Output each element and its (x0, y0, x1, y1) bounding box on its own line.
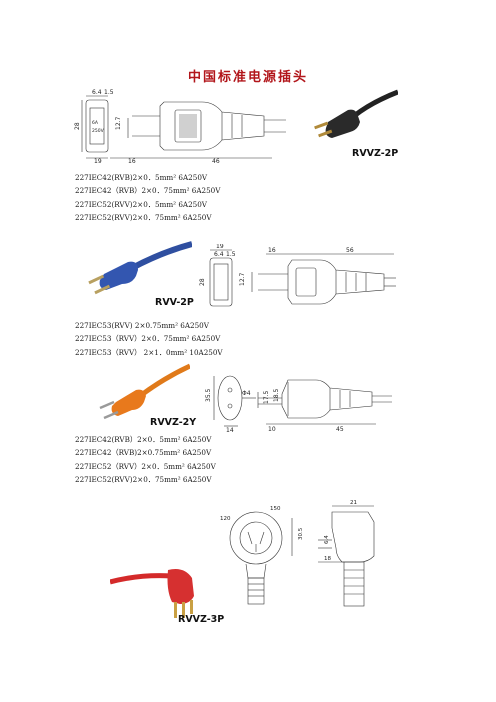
spec-line: 227IEC53（RVV）2×0．75mm² 6A250V (75, 334, 221, 344)
dim-label: 19 (94, 158, 102, 164)
page-title: 中国标准电源插头 (187, 70, 308, 85)
dim-label: 18 (324, 556, 331, 562)
plug-drawing-3: 35.5 Φ4 14 17.5 18.5 10 45 (205, 375, 392, 432)
spec-line: 227IEC52(RVV)2×0．75mm² 6A250V (75, 213, 212, 223)
svg-text:6A: 6A (92, 120, 99, 126)
dim-label: 30.5 (298, 527, 304, 540)
plug-model-label: RVVZ-3P (178, 614, 225, 625)
spec-line: 227IEC53（RVV） 2×1．0mm² 10A250V (75, 347, 223, 357)
dim-label: 6.4 (324, 535, 330, 544)
spec-list-1: 227IEC42(RVB)2×0．5mm² 6A250V 227IEC42（RV… (75, 171, 220, 225)
dim-label: Φ4 (242, 390, 251, 397)
dim-label: 21 (350, 500, 357, 506)
spec-line: 227IEC52(RVV)2×0．5mm² 6A250V (75, 199, 207, 209)
dim-label: 1.5 (226, 251, 236, 258)
plug-photo-4 (110, 556, 222, 622)
dim-label: 46 (212, 158, 220, 164)
plug-photo-3 (86, 362, 190, 430)
dim-label: 14 (226, 427, 234, 432)
dim-label: 1.5 (104, 89, 114, 96)
spec-list-2: 227IEC53(RVV) 2×0.75mm² 6A250V 227IEC53（… (75, 319, 223, 359)
plug-photo-2 (76, 234, 192, 310)
dim-label: 6.4 (92, 89, 102, 96)
dim-label: 45 (336, 426, 344, 432)
plug-drawing-4: 120 150 30.5 21 6.4 18 (220, 500, 375, 607)
dim-label: 150 (270, 506, 281, 512)
dim-label: 16 (128, 158, 136, 164)
dim-label: 16 (268, 247, 276, 254)
spec-line: 227IEC42(RVB)2×0．5mm² 6A250V (75, 173, 208, 182)
spec-list-3: 227IEC42(RVB）2×0．5mm² 6A250V 227IEC42（RV… (75, 433, 216, 487)
plug-photo-1 (302, 88, 398, 160)
spec-line: 227IEC52(RVV)2×0．75mm² 6A250V (75, 475, 212, 485)
plug-drawing-2: 19 6.4 1.5 28 12.7 16 56 (199, 244, 396, 307)
dim-label: 19 (216, 244, 224, 250)
dim-label: 28 (74, 122, 81, 130)
spec-line: 227IEC42(RVB）2×0．5mm² 6A250V (75, 435, 212, 444)
svg-text:250V: 250V (92, 128, 105, 134)
spec-line: 227IEC42（RVB)2×0.75mm² 6A250V (75, 448, 212, 458)
dim-label: 10 (268, 426, 276, 432)
dim-label: 17.5 (263, 390, 270, 404)
spec-line: 227IEC52（RVV）2×0．5mm² 6A250V (75, 461, 216, 471)
dim-label: 6.4 (214, 251, 224, 258)
dim-label: 120 (220, 516, 231, 522)
dim-label: 28 (199, 278, 206, 286)
plug-drawing-1: 6.4 1.5 28 12.7 19 16 46 6A 250V (74, 89, 286, 164)
dim-label: 12.7 (239, 272, 246, 286)
plug-model-label: RVVZ-2P (352, 148, 399, 159)
spec-line: 227IEC53(RVV) 2×0.75mm² 6A250V (75, 321, 209, 330)
dim-label: 35.5 (205, 388, 212, 402)
plug-model-label: RVV-2P (155, 297, 194, 308)
plug-model-label: RVVZ-2Y (150, 417, 197, 428)
dim-label: 12.7 (115, 116, 122, 130)
spec-line: 227IEC42（RVB）2×0．75mm² 6A250V (75, 186, 221, 196)
dim-label: 18.5 (273, 388, 280, 402)
dim-label: 56 (346, 247, 354, 254)
